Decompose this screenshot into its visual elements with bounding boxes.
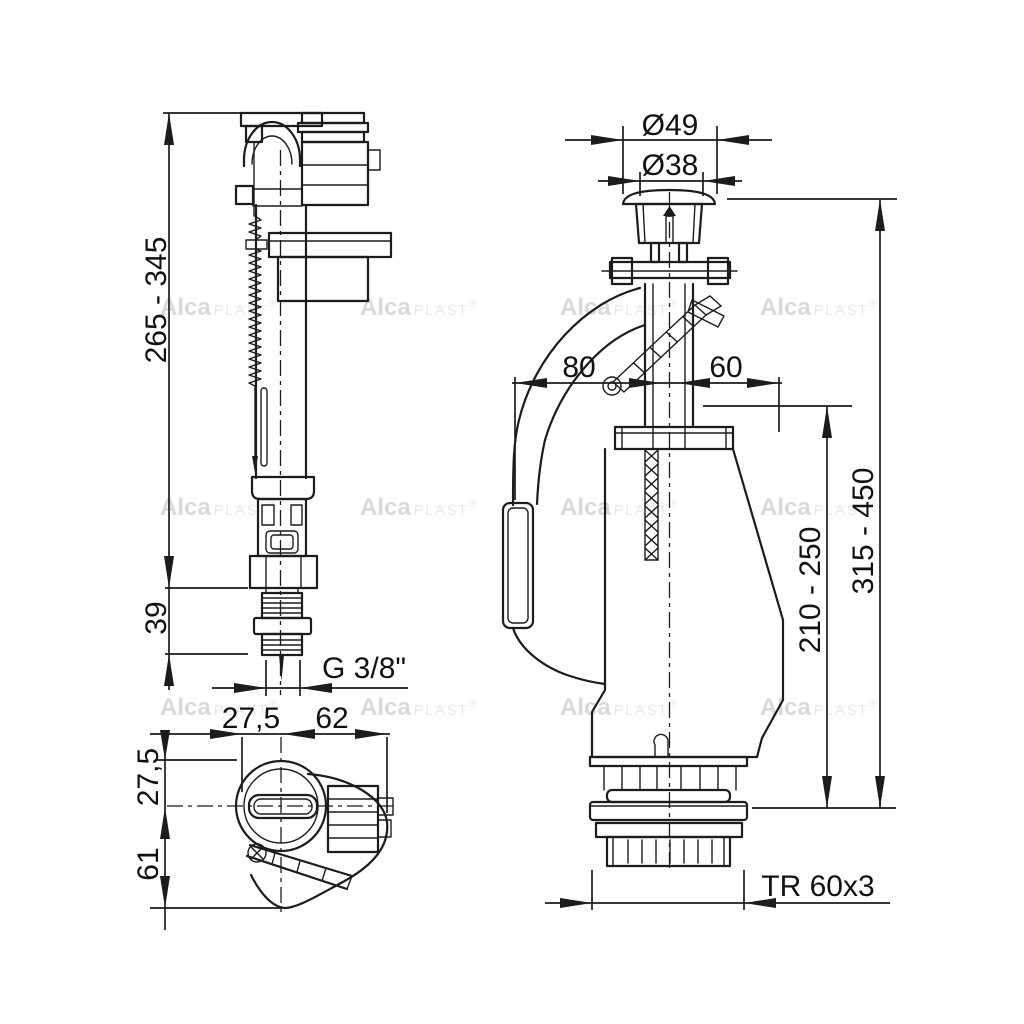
flush-valve-side-view [501,188,785,868]
brand-watermark [560,294,678,321]
float-dome [242,120,302,168]
arrow-up [160,807,170,839]
top-bar [239,111,324,128]
arrow-down [875,776,885,808]
top-flange [601,256,738,286]
base-plate [588,755,749,768]
dim-overall-height-label: 265 - 345 [140,237,173,364]
dim-tube-range-label: 210 - 250 [794,527,827,654]
valve-head [296,111,381,207]
fill-valve-top-view [234,759,394,910]
arrow-up [164,113,174,145]
clamp-lever [245,843,354,891]
arrow-up [822,406,832,438]
arrow-right [629,378,661,388]
dim-base-thread-label: TR 60x3 [761,870,874,903]
arrow-left [703,176,735,186]
hex-nut [248,554,319,590]
inlet-needle [279,655,284,681]
arrow-right [591,135,623,145]
brand-watermark [360,294,478,321]
arrow-left [283,729,315,739]
seal-hook [653,733,669,758]
tank-mounting-flange [267,231,393,303]
dim-thread-label: G 3/8" [322,652,406,685]
arrow-right [210,729,242,739]
dim-topview-width-left-label: 27,5 [222,702,280,735]
push-button-cap [621,188,717,206]
locknut [613,425,735,451]
arrow-right [560,898,592,908]
arrow-right [747,378,779,388]
flush-valve-dimensions: Ø49 Ø38 80 60 210 - 250 315 - 450 TR 60x… [512,109,897,910]
dim-overall-range-label: 315 - 450 [847,468,880,595]
tube-collar [250,475,316,501]
thread-collar [605,835,732,868]
brand-watermark [360,494,478,521]
arrow-left [300,683,332,693]
arrow-left [515,378,547,388]
arrow-right [608,176,640,186]
arrow-up [164,654,174,686]
dim-right-offset-label: 60 [709,351,742,384]
body-block [276,255,370,303]
arrow-right [234,683,266,693]
dim-left-offset-label: 80 [562,351,595,384]
fill-valve-dimensions: 265 - 345 39 G 3/8" [140,112,408,696]
dim-button-outer-label: Ø49 [642,109,699,142]
brand-watermark [760,294,878,321]
dim-shank-label: 39 [140,601,173,634]
stem-post [649,241,661,264]
side-bracket-tab [234,184,255,206]
arrow-down [160,876,170,908]
brand-watermark [360,694,478,721]
arrow-down [822,776,832,808]
dim-topview-width-right-label: 62 [315,702,348,735]
head-tab [367,149,381,171]
button-stem [663,206,676,244]
arrow-left [717,135,749,145]
dim-topview-depth-top-label: 27,5 [132,748,165,806]
base-flange [588,800,749,822]
dim-topview-depth-bottom-label: 61 [132,847,165,880]
threaded-shank [252,587,313,657]
tube-slot [260,387,268,467]
top-view-dimensions: 27,5 62 27,5 61 [132,702,398,930]
lever-pivot [602,376,622,396]
stem-post [677,241,689,264]
inlet-socket [501,501,535,630]
spring [245,215,268,473]
overflow-elbow [501,286,647,686]
arrow-down [164,556,174,588]
shank-washer [252,616,313,636]
fill-valve-side-view [234,111,393,695]
arrow-left [678,378,710,388]
overflow-tube-threaded [644,448,659,561]
trip-lever [602,295,722,396]
seal-disc [605,788,732,804]
arrow-down [160,730,170,760]
arrow-right [355,729,387,739]
push-button-cup [634,202,704,245]
float-dome-inner [251,135,293,165]
arrow-up [875,199,885,231]
arrow-left [744,898,776,908]
rod-tip [252,456,258,473]
brand-watermark [560,494,678,521]
valve-base [588,755,749,868]
dim-button-inner-label: Ø38 [642,149,699,182]
side-mechanism [326,784,394,854]
bracket-band [252,188,303,207]
brand-watermark [560,694,678,721]
valve-body-tube [254,203,308,480]
